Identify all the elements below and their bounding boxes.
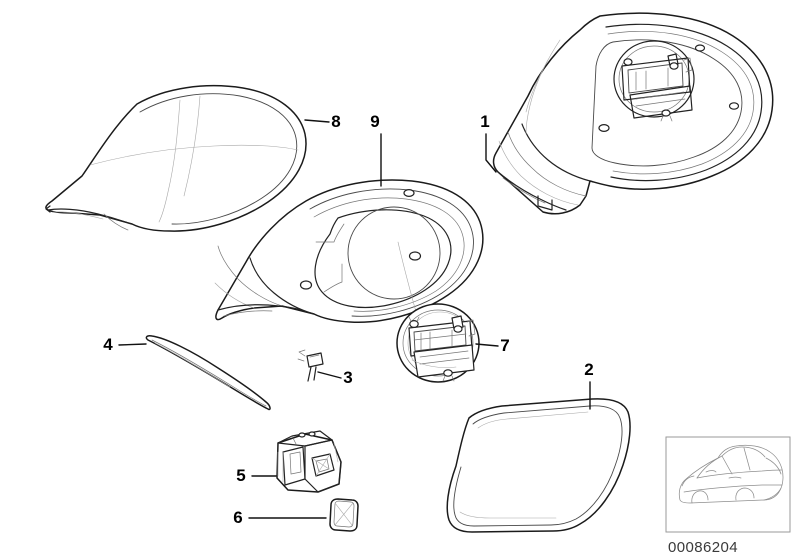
reference-box-frame bbox=[665, 436, 791, 533]
callout-number-5: 5 bbox=[236, 466, 245, 485]
leader-line-1 bbox=[485, 133, 497, 173]
leader-line-7 bbox=[475, 343, 499, 347]
part-2-mirror-glass bbox=[446, 398, 631, 533]
callout-number-8: 8 bbox=[331, 112, 340, 131]
reference-box: 00086204 bbox=[665, 436, 791, 556]
part-4-seal-gasket-strip bbox=[145, 335, 271, 411]
leader-line-3 bbox=[317, 371, 342, 379]
callout-number-2: 2 bbox=[584, 360, 593, 379]
callout-number-1: 1 bbox=[480, 112, 489, 131]
part-6-cover-cap-square bbox=[329, 498, 359, 532]
reference-number-label: 00086204 bbox=[668, 539, 738, 556]
callout-number-3: 3 bbox=[343, 368, 352, 387]
part-8-mirror-cover-cap bbox=[45, 84, 307, 232]
callout-number-7: 7 bbox=[500, 336, 509, 355]
part-9-mirror-housing-frame bbox=[214, 179, 484, 327]
callout-number-6: 6 bbox=[233, 508, 242, 527]
callout-leaders bbox=[118, 119, 591, 519]
callout-number-9: 9 bbox=[370, 112, 379, 131]
part-7-mirror-adjustment-motor bbox=[396, 303, 480, 383]
leader-line-4 bbox=[118, 343, 147, 346]
callout-number-4: 4 bbox=[103, 335, 113, 354]
part-1-mirror-assembly-complete bbox=[492, 12, 774, 215]
leader-line-8 bbox=[304, 119, 330, 123]
part-3-clip-pin-fastener bbox=[297, 349, 324, 382]
callout-numbers: 1 2 3 4 5 6 7 8 9 bbox=[103, 112, 593, 527]
vehicle-reference-illustration bbox=[678, 444, 784, 504]
part-5-mirror-mounting-bracket bbox=[276, 430, 342, 493]
part-1-internal-motor-detail bbox=[613, 40, 695, 122]
